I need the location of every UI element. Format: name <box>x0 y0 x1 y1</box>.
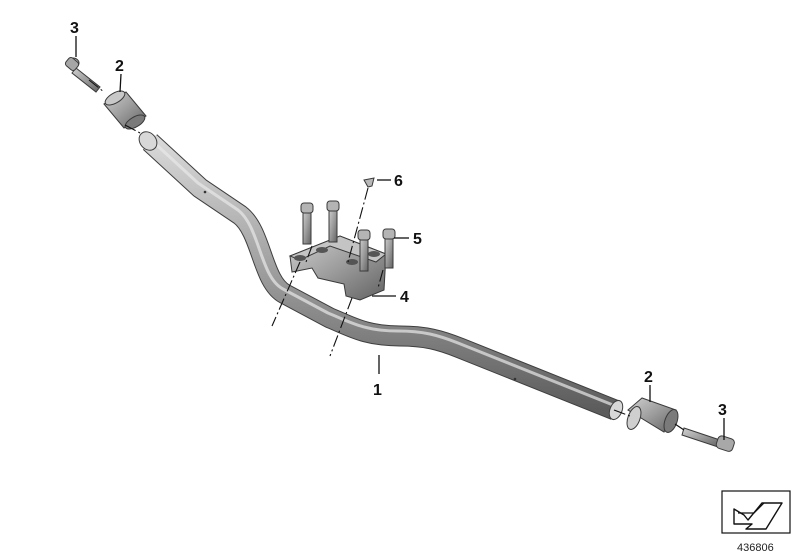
clamp-screw <box>357 229 371 272</box>
clamp <box>288 235 387 301</box>
callout-handlebar: 1 <box>373 382 382 399</box>
callout-bar-end-screw-right: 3 <box>718 402 727 419</box>
callout-plug: 6 <box>394 173 403 190</box>
document-number: 436806 <box>737 542 774 554</box>
callout-clamp: 4 <box>400 289 409 306</box>
clamp-screws <box>300 200 396 272</box>
bar-end-weight-right <box>626 397 679 433</box>
leader-lines <box>75 36 725 440</box>
clamp-screw <box>326 200 340 243</box>
callout-bar-end-screw-left: 3 <box>70 20 79 37</box>
clamp-screw <box>382 228 396 269</box>
bar-end-weight-left <box>103 90 147 130</box>
callout-clamp-screws: 5 <box>413 231 422 248</box>
bar-end-screw-right <box>681 427 735 452</box>
callout-bar-end-weight-right: 2 <box>644 369 653 386</box>
assembly-axes <box>88 79 685 431</box>
corner-symbol <box>721 490 791 534</box>
plug <box>363 177 375 188</box>
clamp-screw <box>300 202 314 245</box>
callout-labels: 1 2 2 3 3 4 5 6 <box>70 20 727 419</box>
callout-bar-end-weight-left: 2 <box>115 58 124 75</box>
bar-end-screw-left <box>64 57 101 93</box>
arrow-down-left-icon <box>733 502 783 530</box>
